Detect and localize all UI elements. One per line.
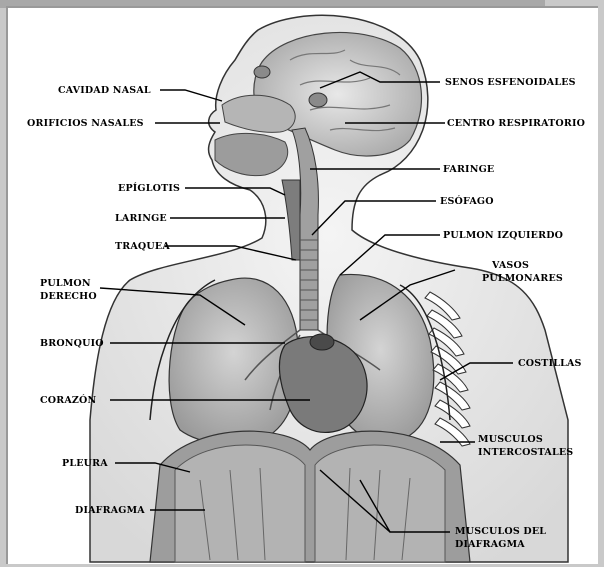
label-costillas: COSTILLAS — [518, 358, 582, 369]
label-orificios-nasales: ORIFICIOS NASALES — [27, 118, 144, 129]
label-musculos-intercostales-line2: INTERCOSTALES — [478, 447, 573, 458]
label-pulmon-izquierdo: PULMON IZQUIERDO — [443, 230, 563, 241]
label-laringe: LARINGE — [115, 213, 167, 224]
label-musculos-diafragma-line1: MUSCULOS DEL — [455, 526, 546, 537]
label-vasos-line1: VASOS — [491, 260, 529, 271]
label-esofago: ESÓFAGO — [440, 195, 494, 207]
label-centro-respiratorio: CENTRO RESPIRATORIO — [447, 118, 585, 129]
label-cavidad-nasal: CAVIDAD NASAL — [58, 85, 151, 96]
label-diafragma: DIAFRAGMA — [75, 505, 145, 516]
label-musculos-intercostales-line1: MUSCULOS — [478, 434, 543, 445]
label-pulmon-derecho-line1: PULMON — [40, 278, 91, 289]
label-corazon: CORAZÓN — [40, 394, 97, 406]
label-senos-esfenoidales: SENOS ESFENOIDALES — [445, 77, 576, 88]
label-bronquio: BRONQUIO — [40, 338, 104, 349]
label-traquea: TRAQUEA — [115, 241, 170, 252]
label-pulmon-derecho-line2: DERECHO — [40, 291, 97, 302]
label-pleura: PLEURA — [62, 458, 108, 469]
label-musculos-diafragma-line2: DIAFRAGMA — [455, 539, 525, 550]
label-faringe: FARINGE — [443, 164, 494, 175]
label-epiglotis: EPÍGLOTIS — [118, 182, 180, 194]
diaphragm — [150, 431, 470, 562]
label-vasos-line2: PULMONARES — [482, 273, 563, 284]
